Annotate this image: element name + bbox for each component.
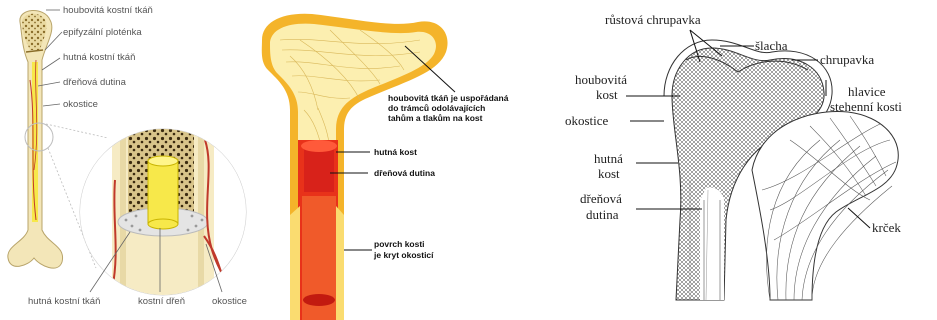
label-cartilage: chrupavka xyxy=(820,52,874,67)
label-bone-surface-1: povrch kosti xyxy=(374,239,425,249)
label-growth-cartilage: růstová chrupavka xyxy=(605,12,701,27)
label-spongy-tissue: houbovitá kostní tkáň xyxy=(63,5,153,16)
panel-femur-head: růstová chrupavka šlacha chrupavka houbo… xyxy=(565,12,902,300)
zoom-cross-section xyxy=(80,125,250,300)
label-compact-bone: hutná kost xyxy=(374,147,417,157)
label-spongy-arrangement-3: tahům a tlakům na kost xyxy=(388,113,483,123)
label-femur-head-1: hlavice xyxy=(848,84,886,99)
label-femur-neck: krček xyxy=(872,220,901,235)
label-marrow-cavity-2: dřeňová dutina xyxy=(374,168,435,178)
label-marrow-cavity: dřeňová dutina xyxy=(63,77,127,88)
label-periosteum-3: okostice xyxy=(565,113,609,128)
long-bone-illustration xyxy=(8,10,63,268)
femur-section-illustration xyxy=(664,40,898,300)
panel-bone-section: houbovitá tkáň je uspořádaná do trámců o… xyxy=(262,14,509,320)
label-bone-surface-2: je kryt okosticí xyxy=(373,250,434,260)
label-epiphyseal-plate: epifyzální ploténka xyxy=(63,27,142,38)
label-tendon: šlacha xyxy=(755,38,788,53)
label-spongy-bone-1: houbovitá xyxy=(575,72,627,87)
label-zoom-compact-tissue: hutná kostní tkáň xyxy=(28,296,100,307)
label-marrow-cavity-3b: dutina xyxy=(586,207,619,222)
label-compact-bone-3a: hutná xyxy=(594,151,623,166)
label-spongy-arrangement-2: do trámců odolávajících xyxy=(388,103,485,113)
label-zoom-bone-marrow: kostní dřeň xyxy=(138,296,185,307)
label-spongy-arrangement-1: houbovitá tkáň je uspořádaná xyxy=(388,93,509,103)
label-zoom-periosteum: okostice xyxy=(212,296,247,307)
label-femur-head-2: stehenní kosti xyxy=(830,99,902,114)
label-spongy-bone-2: kost xyxy=(596,87,618,102)
label-compact-tissue: hutná kostní tkáň xyxy=(63,52,135,63)
label-marrow-cavity-3a: dřeňová xyxy=(580,191,622,206)
panel-long-bone: houbovitá kostní tkáň epifyzální ploténk… xyxy=(8,5,250,307)
label-periosteum: okostice xyxy=(63,99,98,110)
label-compact-bone-3b: kost xyxy=(598,166,620,181)
